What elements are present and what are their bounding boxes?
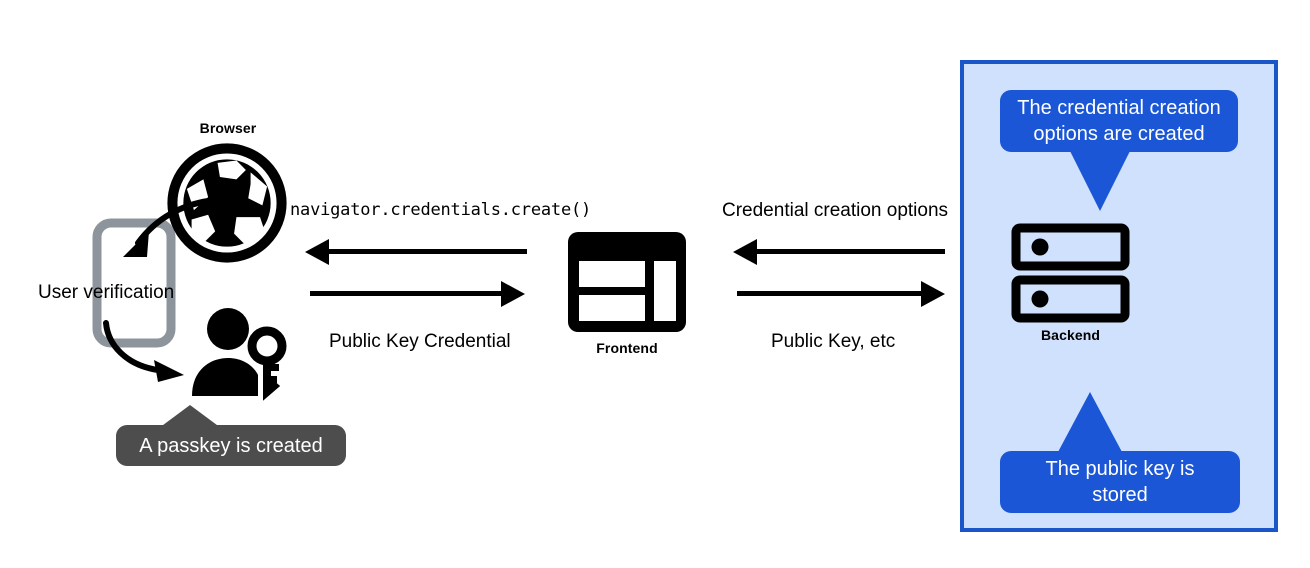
arrow-public-key-etc-label: Public Key, etc <box>771 331 896 352</box>
backend-bottom-callout-group: The public key is stored <box>1000 451 1240 513</box>
user-with-key-icon <box>190 308 292 401</box>
server-stack-icon <box>1011 223 1130 323</box>
arrow-shaft <box>327 249 527 254</box>
arrow-shaft <box>755 249 945 254</box>
backend-top-callout-group: The credential creation options are crea… <box>1000 90 1238 152</box>
browser-label: Browser <box>199 120 257 136</box>
backend-label: Backend <box>1040 327 1101 343</box>
arrow-credential-creation-options <box>733 239 945 265</box>
arrowhead-left-icon <box>305 239 329 265</box>
backend-top-callout-text: The credential creation options are crea… <box>1017 97 1221 145</box>
arrow-credential-creation-options-label: Credential creation options <box>722 200 949 221</box>
backend-bottom-callout: The public key is stored <box>1000 451 1240 513</box>
webpage-layout-icon <box>568 232 686 332</box>
frontend-label: Frontend <box>596 340 658 356</box>
user-verification-label: User verification <box>38 282 175 303</box>
arrow-public-key-credential-label: Public Key Credential <box>329 331 511 352</box>
curved-arrow-phone-to-user-icon <box>100 320 200 385</box>
arrow-create-call <box>305 239 527 265</box>
arrowhead-right-icon <box>921 281 945 307</box>
backend-top-callout-tail <box>1070 151 1130 211</box>
arrow-shaft <box>737 291 925 296</box>
arrowhead-left-icon <box>733 239 757 265</box>
backend-bottom-callout-tail <box>1058 392 1122 452</box>
arrow-create-call-label: navigator.credentials.create() <box>290 200 592 220</box>
arrow-public-key-etc <box>737 281 945 307</box>
passkey-callout-tail <box>155 405 225 431</box>
backend-bottom-callout-text: The public key is stored <box>1045 458 1195 506</box>
arrow-shaft <box>310 291 505 296</box>
arrowhead-right-icon <box>501 281 525 307</box>
passkey-callout: A passkey is created <box>116 425 346 466</box>
backend-top-callout: The credential creation options are crea… <box>1000 90 1238 152</box>
arrow-public-key-credential <box>310 281 525 307</box>
curved-arrow-browser-to-phone-icon <box>105 195 215 270</box>
